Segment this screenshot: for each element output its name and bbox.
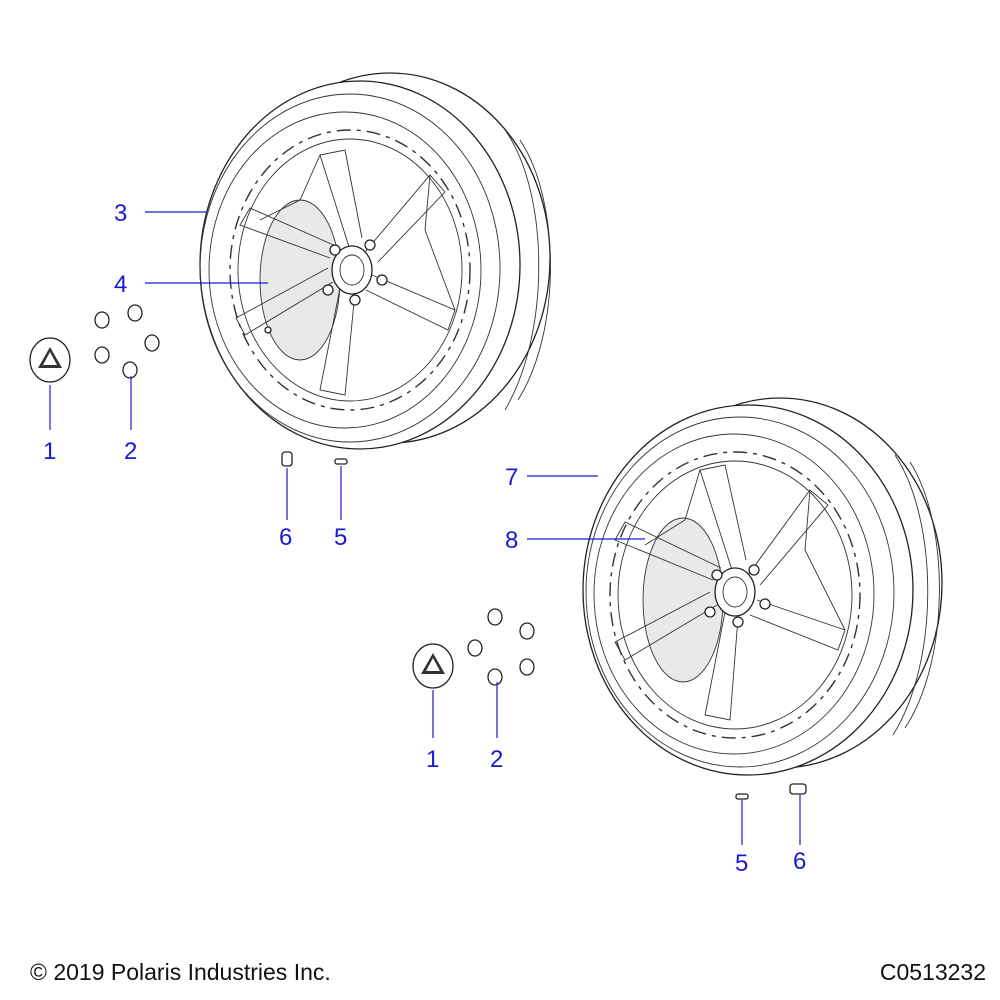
top-valve-stem [281, 451, 348, 467]
callout-4: 4 [114, 271, 127, 298]
copyright-notice: © 2019 Polaris Industries Inc. [30, 959, 331, 985]
callout-1-top: 1 [43, 438, 56, 465]
top-lug-nuts [94, 304, 160, 379]
bottom-tire [582, 397, 943, 776]
callout-1-bottom: 1 [426, 746, 439, 773]
figure-code: C0513232 [879, 959, 986, 985]
callout-8: 8 [505, 527, 518, 554]
callout-6-top: 6 [279, 524, 292, 551]
bottom-center-cap [412, 643, 454, 689]
top-center-cap [29, 337, 71, 383]
bottom-valve-stem [735, 783, 807, 800]
top-wheel-assembly [199, 72, 551, 450]
callout-5-bottom: 5 [735, 850, 748, 877]
callout-2-bottom: 2 [490, 746, 503, 773]
callout-numbers: 3 4 1 2 6 5 7 8 1 2 5 6 [43, 200, 806, 877]
top-tire [199, 72, 551, 450]
bottom-wheel-rim [609, 451, 861, 739]
top-wheel-rim [229, 129, 471, 411]
callout-2-top: 2 [124, 438, 137, 465]
leader-lines [49, 211, 801, 845]
callout-6-bottom: 6 [793, 848, 806, 875]
bottom-lug-nuts [467, 608, 535, 686]
bottom-wheel-assembly [582, 397, 943, 776]
callout-5-top: 5 [334, 524, 347, 551]
callout-3: 3 [114, 200, 127, 227]
callout-7: 7 [505, 464, 518, 491]
